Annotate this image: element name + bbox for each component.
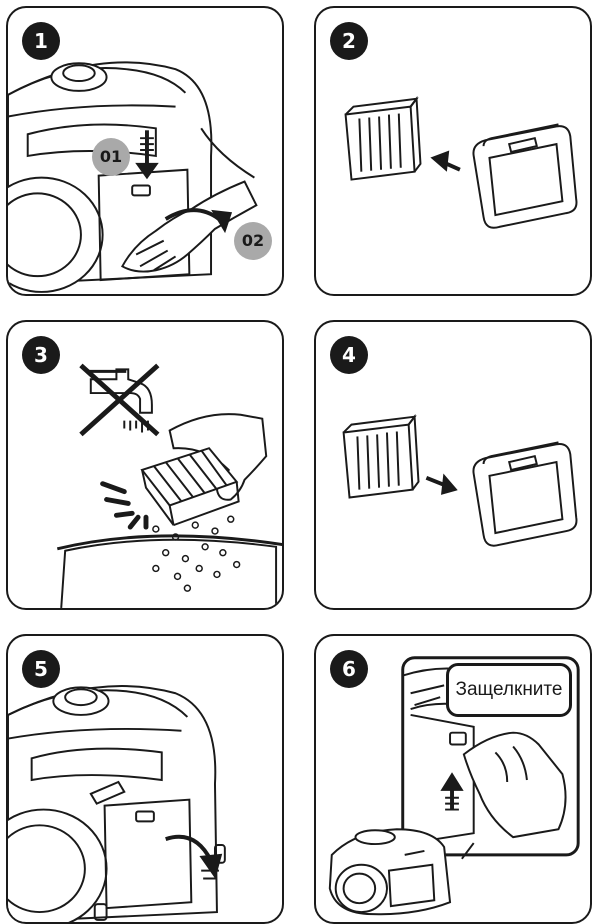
step-1-sub-badge-01: 01 [92,138,130,176]
step-6-badge: 6 [330,650,368,688]
water-tap-prohibited-icon [81,365,158,434]
snap-in-callout: Защелкните [446,663,572,717]
vacuum-cleaner-icon [330,829,450,914]
step-3-badge: 3 [22,336,60,374]
filter-icon [344,417,419,498]
step-3-panel: 3 [6,320,284,610]
step-4-badge: 4 [330,336,368,374]
step-1-badge: 1 [22,22,60,60]
step-2-badge: 2 [330,22,368,60]
step-1-panel: 1 01 02 [6,6,284,296]
step-5-badge: 5 [22,650,60,688]
step-2-panel: 2 [314,6,592,296]
filter-icon [346,99,421,180]
step-4-panel: 4 [314,320,592,610]
step-5-panel: 5 [6,634,284,924]
step-1-sub-badge-02: 02 [234,222,272,260]
vacuum-cleaner-icon [8,686,225,922]
